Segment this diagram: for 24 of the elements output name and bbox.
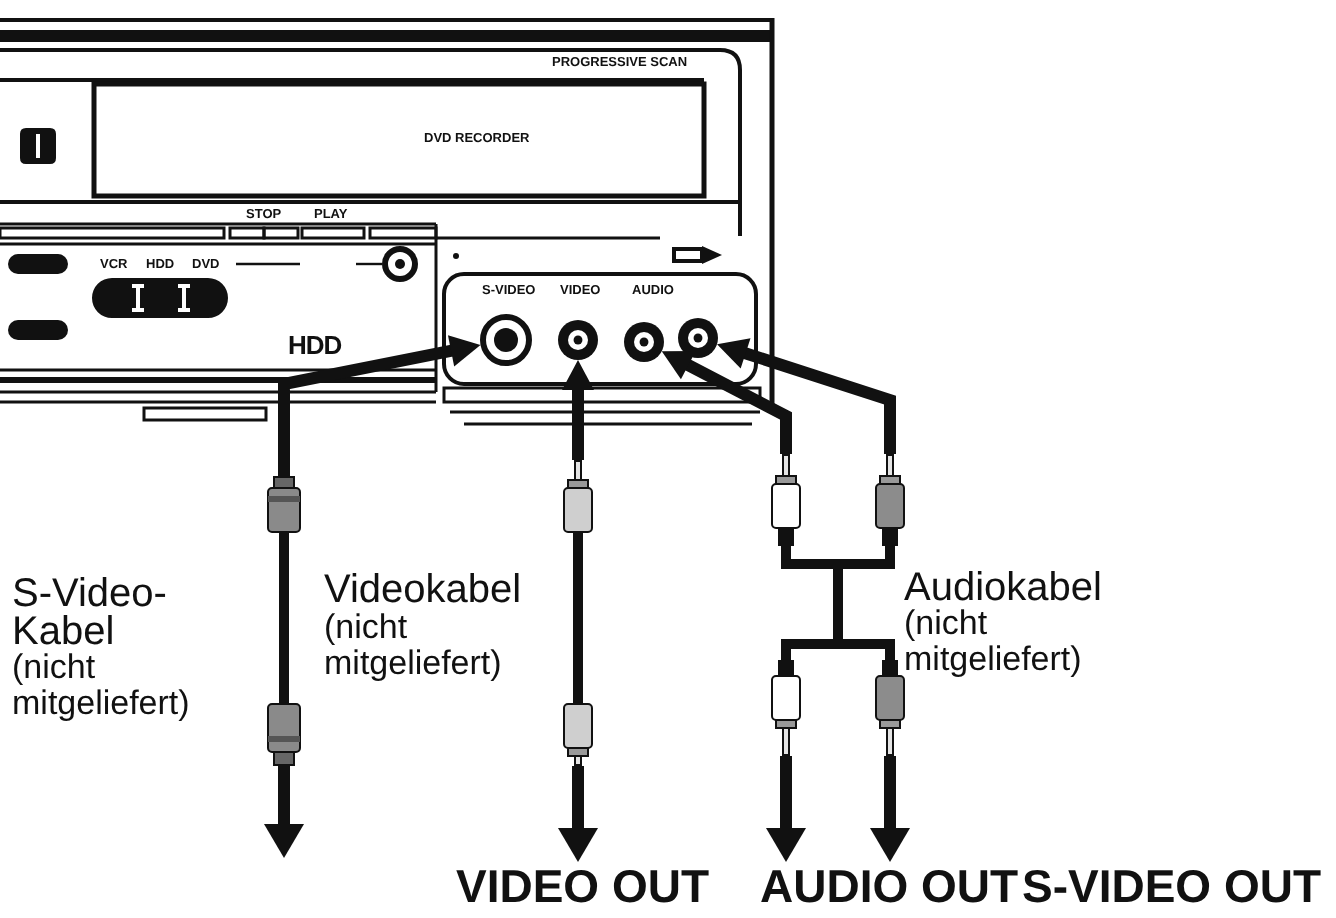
connection-arrow [278,335,482,476]
s-video-jack [480,314,532,366]
output-label: AUDIO OUT [760,862,1019,910]
connection-arrow [562,360,594,460]
panel-label: HDD [288,332,342,358]
output-arrow [766,756,806,862]
connection-arrow [658,345,792,454]
audio-jack [678,318,718,358]
s-video-cable [266,476,302,766]
output-label: VIDEO OUT [456,862,710,910]
audio-jack [624,322,664,362]
cable-label: Audiokabel [904,570,1102,608]
video-cable [562,460,594,766]
cable-note: (nicht mitgeliefert) [12,650,190,722]
cable-note: (nicht mitgeliefert) [324,610,502,682]
audio-cable [768,454,908,756]
cable-label: S-Video-Kabel [12,576,169,652]
output-arrow [870,756,910,862]
cable-label: Videokabel [324,572,522,610]
output-arrow [264,766,304,858]
video-jack [558,320,598,360]
output-label: S-VIDEO OUT [1022,862,1322,910]
output-arrow [558,766,598,862]
cable-note: (nicht mitgeliefert) [904,606,1082,678]
